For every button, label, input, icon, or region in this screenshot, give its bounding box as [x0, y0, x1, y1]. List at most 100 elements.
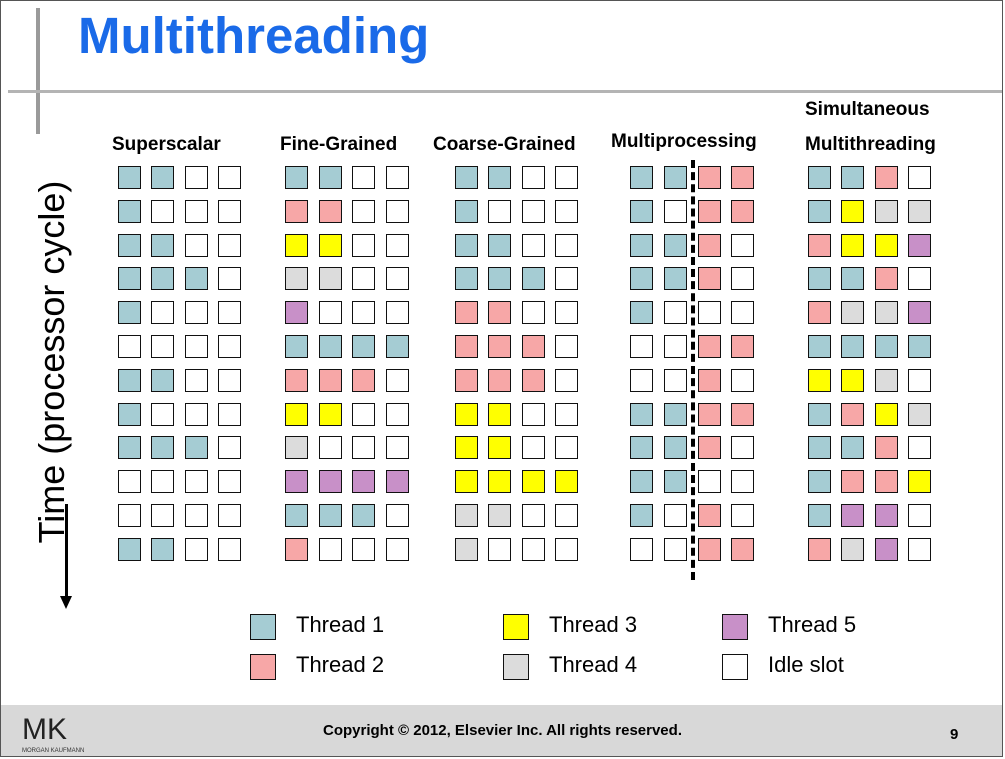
slot-cell: [285, 504, 308, 527]
slot-cell: [841, 470, 864, 493]
slot-cell: [630, 267, 653, 290]
slot-cell: [386, 403, 409, 426]
slot-cell: [488, 301, 511, 324]
slot-cell: [319, 267, 342, 290]
slot-cell: [455, 335, 478, 358]
slot-cell: [352, 470, 375, 493]
slot-cell: [664, 200, 687, 223]
slot-cell: [808, 335, 831, 358]
logo-text: MK: [22, 713, 67, 746]
slot-cell: [698, 403, 721, 426]
slot-cell: [522, 301, 545, 324]
slot-cell: [630, 200, 653, 223]
slot-cell: [698, 267, 721, 290]
slot-cell: [522, 403, 545, 426]
slot-cell: [875, 369, 898, 392]
slot-cell: [319, 403, 342, 426]
slot-cell: [908, 538, 931, 561]
slot-cell: [808, 200, 831, 223]
slot-cell: [218, 436, 241, 459]
slot-cell: [151, 200, 174, 223]
slot-cell: [488, 403, 511, 426]
decor-horizontal-bar: [8, 90, 1002, 93]
slot-cell: [352, 166, 375, 189]
legend-swatch-thread-5: [722, 614, 748, 640]
slot-cell: [808, 538, 831, 561]
slot-cell: [731, 436, 754, 459]
slot-cell: [455, 166, 478, 189]
slot-cell: [908, 470, 931, 493]
slot-cell: [218, 234, 241, 257]
slot-cell: [352, 267, 375, 290]
slot-cell: [488, 538, 511, 561]
slot-cell: [455, 234, 478, 257]
slot-cell: [522, 470, 545, 493]
slot-cell: [285, 301, 308, 324]
slot-cell: [218, 200, 241, 223]
slot-cell: [664, 504, 687, 527]
slot-cell: [841, 200, 864, 223]
slot-cell: [841, 166, 864, 189]
slot-cell: [352, 335, 375, 358]
slot-cell: [151, 436, 174, 459]
slot-cell: [698, 504, 721, 527]
slot-cell: [522, 369, 545, 392]
slot-cell: [630, 470, 653, 493]
slot-cell: [841, 234, 864, 257]
slot-cell: [218, 369, 241, 392]
slot-cell: [555, 403, 578, 426]
slot-cell: [118, 234, 141, 257]
slot-cell: [522, 200, 545, 223]
slot-cell: [218, 504, 241, 527]
slot-cell: [185, 234, 208, 257]
slot-cell: [841, 504, 864, 527]
slot-cell: [218, 267, 241, 290]
slot-cell: [841, 436, 864, 459]
slot-cell: [698, 301, 721, 324]
slot-cell: [555, 470, 578, 493]
slot-cell: [664, 470, 687, 493]
slot-cell: [386, 538, 409, 561]
slot-cell: [455, 403, 478, 426]
slot-cell: [455, 538, 478, 561]
slot-cell: [698, 538, 721, 561]
slot-cell: [908, 200, 931, 223]
slot-cell: [185, 166, 208, 189]
slot-cell: [664, 267, 687, 290]
slot-cell: [319, 538, 342, 561]
slot-cell: [455, 267, 478, 290]
slot-cell: [808, 470, 831, 493]
slot-cell: [118, 369, 141, 392]
slot-cell: [285, 200, 308, 223]
slot-cell: [488, 234, 511, 257]
slot-cell: [698, 369, 721, 392]
slot-cell: [386, 369, 409, 392]
label-coarse-grained: Coarse-Grained: [433, 134, 576, 155]
slot-cell: [731, 267, 754, 290]
slot-cell: [908, 504, 931, 527]
slot-cell: [319, 504, 342, 527]
slot-cell: [488, 369, 511, 392]
slot-cell: [151, 234, 174, 257]
slot-cell: [488, 504, 511, 527]
slot-cell: [386, 504, 409, 527]
slot-cell: [630, 538, 653, 561]
slot-cell: [875, 538, 898, 561]
slot-cell: [319, 200, 342, 223]
slot-cell: [555, 335, 578, 358]
slot-cell: [808, 403, 831, 426]
legend-label-thread-5: Thread 5: [768, 612, 857, 637]
slot-cell: [841, 301, 864, 324]
slide-title: Multithreading: [78, 7, 430, 64]
slot-cell: [285, 538, 308, 561]
slot-cell: [151, 470, 174, 493]
slot-cell: [386, 436, 409, 459]
slot-cell: [630, 369, 653, 392]
slot-cell: [630, 234, 653, 257]
slot-cell: [522, 538, 545, 561]
slot-cell: [151, 403, 174, 426]
slot-cell: [522, 267, 545, 290]
slot-cell: [352, 504, 375, 527]
slot-cell: [319, 234, 342, 257]
slot-cell: [875, 403, 898, 426]
